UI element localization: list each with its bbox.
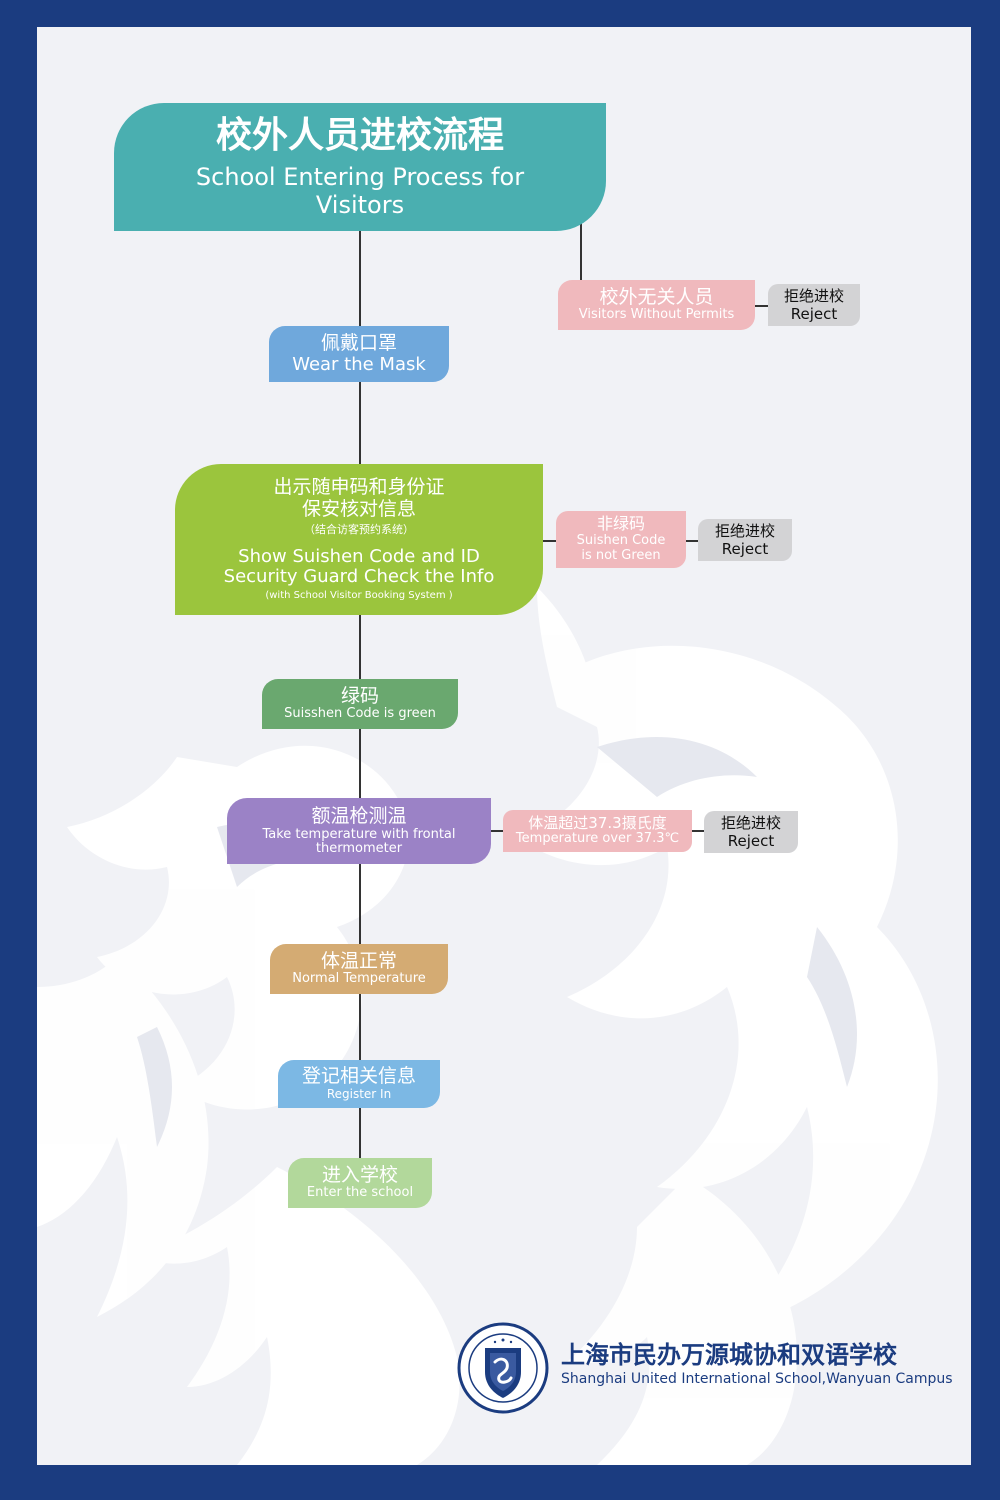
- school-name-zh: 上海市民办万源城协和双语学校: [561, 1341, 897, 1369]
- step-green-code-en: Suisshen Code is green: [284, 706, 436, 722]
- branch-connector-2: [542, 540, 557, 542]
- branch-high-temp: 体温超过37.3摄氏度 Temperature over 37.3℃: [503, 810, 692, 852]
- step-check-code-en-note: (with School Visitor Booking System ): [265, 590, 453, 602]
- step-enter-school: 进入学校 Enter the school: [288, 1158, 432, 1208]
- school-crest-icon: [457, 1322, 549, 1414]
- branch-high-temp-en: Temperature over 37.3℃: [515, 831, 680, 847]
- step-normal-temp: 体温正常 Normal Temperature: [270, 944, 448, 994]
- reject-box-3: 拒绝进校 Reject: [704, 811, 798, 853]
- branch-not-green-en-2: is not Green: [581, 547, 661, 563]
- reject-box-2: 拒绝进校 Reject: [698, 519, 792, 561]
- step-temperature-en: Take temperature with frontal thermomete…: [262, 827, 456, 856]
- branch-connector-3: [489, 830, 504, 832]
- reject-box-3-en: Reject: [727, 832, 775, 850]
- step-wear-mask-zh: 佩戴口罩: [320, 331, 397, 354]
- step-check-code: 出示随申码和身份证 保安核对信息 （结合访客预约系统） Show Suishen…: [175, 464, 543, 615]
- step-register: 登记相关信息 Register In: [278, 1060, 440, 1108]
- branch-not-green-zh: 非绿码: [596, 514, 645, 534]
- step-temperature: 额温枪测温 Take temperature with frontal ther…: [227, 798, 491, 864]
- branch-no-permit-en: Visitors Without Permits: [578, 307, 735, 323]
- branch-connector-1-vertical: [580, 217, 582, 283]
- branch-connector-3b: [691, 830, 705, 832]
- reject-box-1-zh: 拒绝进校: [783, 287, 844, 305]
- step-temperature-zh: 额温枪测温: [311, 805, 407, 828]
- footer: 上海市民办万源城协和双语学校 Shanghai United Internati…: [457, 1317, 957, 1417]
- poster-panel: 校外人员进校流程 School Entering Process for Vis…: [37, 27, 971, 1465]
- step-green-code-zh: 绿码: [340, 684, 379, 707]
- title-en: School Entering Process for Visitors: [195, 163, 525, 219]
- step-check-code-zh-note: （结合访客预约系统）: [304, 523, 414, 537]
- reject-box-1: 拒绝进校 Reject: [768, 284, 860, 326]
- step-wear-mask: 佩戴口罩 Wear the Mask: [269, 326, 449, 382]
- school-name-en: Shanghai United International School,Wan…: [561, 1371, 953, 1387]
- reject-box-2-en: Reject: [721, 540, 769, 558]
- title-box: 校外人员进校流程 School Entering Process for Vis…: [114, 103, 606, 231]
- branch-not-green-en-1: Suishen Code: [576, 532, 666, 548]
- step-check-code-en-2: Security Guard Check the Info: [223, 566, 495, 588]
- reject-box-1-en: Reject: [790, 305, 838, 323]
- step-normal-temp-en: Normal Temperature: [292, 971, 426, 987]
- branch-no-permit-zh: 校外无关人员: [599, 285, 714, 308]
- step-green-code: 绿码 Suisshen Code is green: [262, 679, 458, 729]
- branch-connector-1: [755, 305, 769, 307]
- branch-not-green: 非绿码 Suishen Code is not Green: [556, 511, 686, 568]
- step-check-code-zh-2: 保安核对信息: [301, 498, 416, 521]
- branch-high-temp-zh: 体温超过37.3摄氏度: [528, 813, 667, 832]
- step-enter-school-en: Enter the school: [306, 1185, 414, 1201]
- step-wear-mask-en: Wear the Mask: [292, 353, 426, 375]
- step-enter-school-zh: 进入学校: [321, 1163, 398, 1186]
- branch-connector-2b: [685, 540, 699, 542]
- step-register-zh: 登记相关信息: [301, 1065, 416, 1088]
- dragon-watermark: [37, 587, 938, 1465]
- step-normal-temp-zh: 体温正常: [320, 949, 397, 972]
- reject-box-2-zh: 拒绝进校: [714, 522, 775, 540]
- reject-box-3-zh: 拒绝进校: [720, 814, 781, 832]
- step-check-code-en-1: Show Suishen Code and ID: [238, 545, 480, 567]
- step-register-en: Register In: [326, 1087, 392, 1102]
- branch-no-permit: 校外无关人员 Visitors Without Permits: [558, 280, 755, 330]
- step-check-code-zh-1: 出示随申码和身份证: [273, 476, 445, 499]
- title-zh: 校外人员进校流程: [215, 114, 504, 156]
